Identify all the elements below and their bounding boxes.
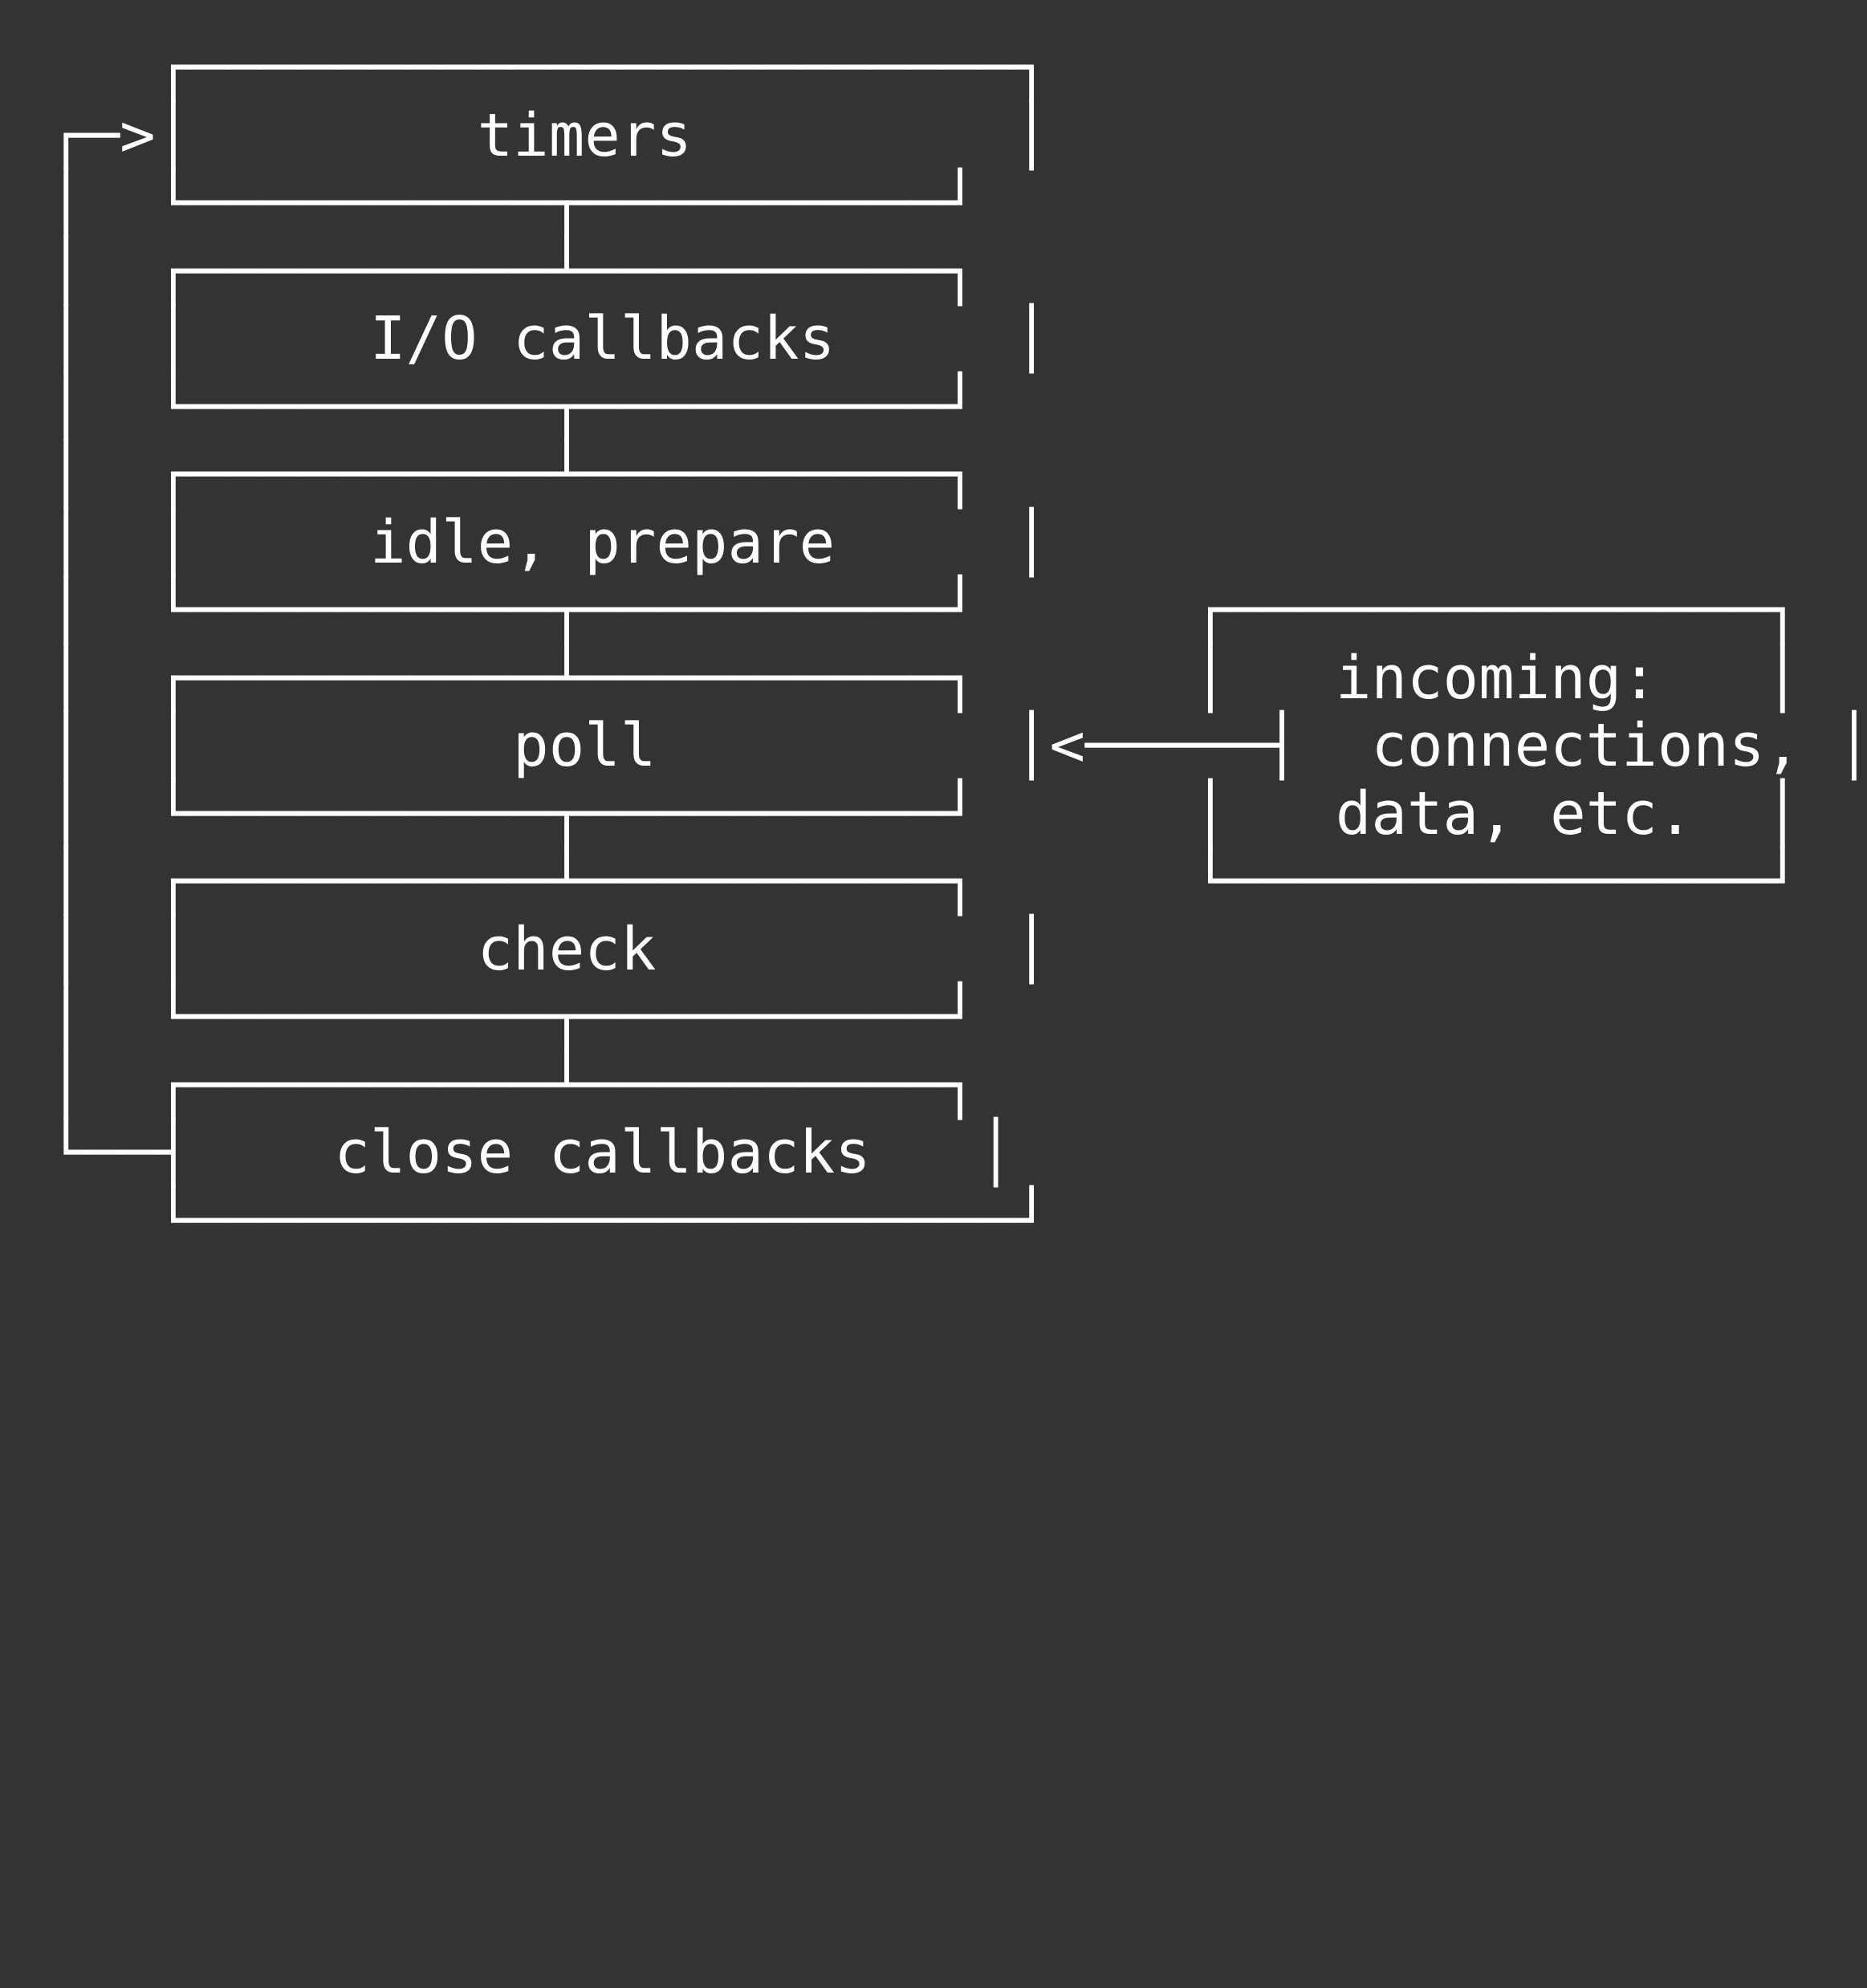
event-loop-ascii-diagram: ┌───────────────────────┐ ┌─>│ timers │ … xyxy=(48,33,1867,1255)
